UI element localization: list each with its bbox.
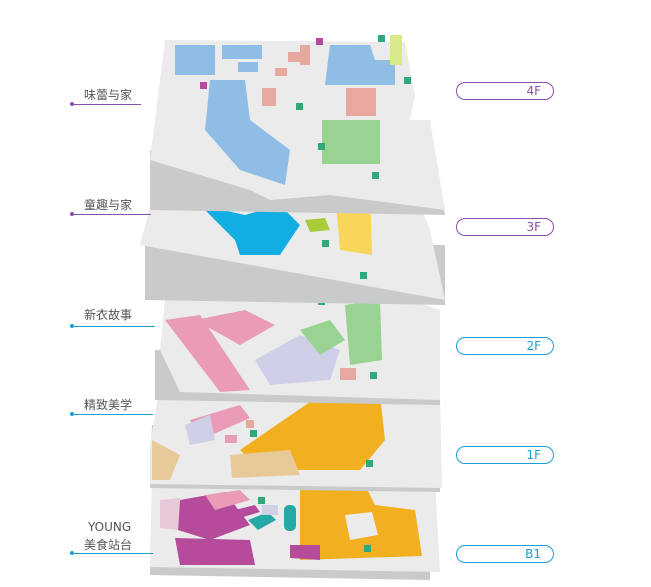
zone	[325, 45, 395, 85]
floor-pill-2f[interactable]: 2F	[456, 337, 554, 355]
zone	[246, 420, 254, 428]
zone	[160, 498, 180, 530]
escalator-icon	[318, 143, 325, 150]
zone	[390, 35, 402, 65]
floor-4f	[150, 35, 445, 215]
zone	[165, 315, 250, 392]
escalator-icon	[296, 103, 303, 110]
floor-name-3f: 童趣与家	[84, 198, 133, 212]
zone	[290, 545, 320, 560]
guide-dot	[70, 412, 74, 416]
guide-dot	[70, 212, 74, 216]
elevator-icon	[404, 77, 411, 84]
escalator-icon	[250, 430, 257, 437]
zone	[200, 205, 300, 255]
guide-line	[73, 214, 151, 215]
elevator-icon	[378, 35, 385, 42]
floor-2f	[155, 298, 440, 405]
zone	[340, 368, 356, 380]
elevator-icon	[370, 372, 377, 379]
zone	[262, 88, 276, 106]
zone	[230, 450, 300, 478]
elevator-icon	[360, 272, 367, 279]
guide-line	[73, 553, 153, 554]
floor-name-b1-line2: 美食站台	[84, 538, 133, 552]
zone	[346, 88, 376, 116]
guide-line	[73, 326, 155, 327]
floor-name-b1-line1: YOUNG	[88, 520, 132, 534]
zone	[345, 300, 382, 365]
zone	[222, 45, 262, 59]
floor-1f	[150, 385, 442, 492]
restroom-icon	[316, 38, 323, 45]
elevator-icon	[364, 545, 371, 552]
zone	[262, 505, 278, 515]
zone	[322, 120, 380, 164]
zone	[152, 440, 180, 480]
guide-dot	[70, 324, 74, 328]
floor-b1	[150, 473, 440, 580]
guide-dot	[70, 102, 74, 106]
zone	[225, 435, 237, 443]
guide-line	[73, 104, 141, 105]
floor-pill-3f[interactable]: 3F	[456, 218, 554, 236]
elevator-icon	[372, 172, 379, 179]
guide-dot	[70, 551, 74, 555]
escalator-icon	[322, 240, 329, 247]
zone	[175, 45, 215, 75]
floor-pill-4f[interactable]: 4F	[456, 82, 554, 100]
zone	[205, 490, 250, 510]
floor-name-4f: 味蕾与家	[84, 88, 133, 102]
zone	[235, 505, 260, 518]
zone	[284, 505, 296, 531]
zone	[185, 415, 215, 445]
floor-name-1f: 精致美学	[84, 398, 133, 412]
zone	[238, 62, 258, 72]
floor-pill-1f[interactable]: 1F	[456, 446, 554, 464]
zone	[175, 538, 255, 565]
zone	[288, 52, 300, 62]
restroom-icon	[200, 82, 207, 89]
zone	[275, 68, 287, 76]
zone	[195, 310, 275, 345]
zone	[205, 80, 290, 185]
zone	[300, 320, 345, 355]
floor-name-2f: 新衣故事	[84, 308, 133, 322]
zone-cut	[345, 512, 378, 540]
zone	[248, 512, 276, 530]
floor-pill-b1[interactable]: B1	[456, 545, 554, 563]
guide-line	[73, 414, 153, 415]
zone	[305, 218, 330, 232]
zone	[300, 45, 310, 65]
elevator-icon	[366, 460, 373, 467]
escalator-icon	[258, 497, 265, 504]
